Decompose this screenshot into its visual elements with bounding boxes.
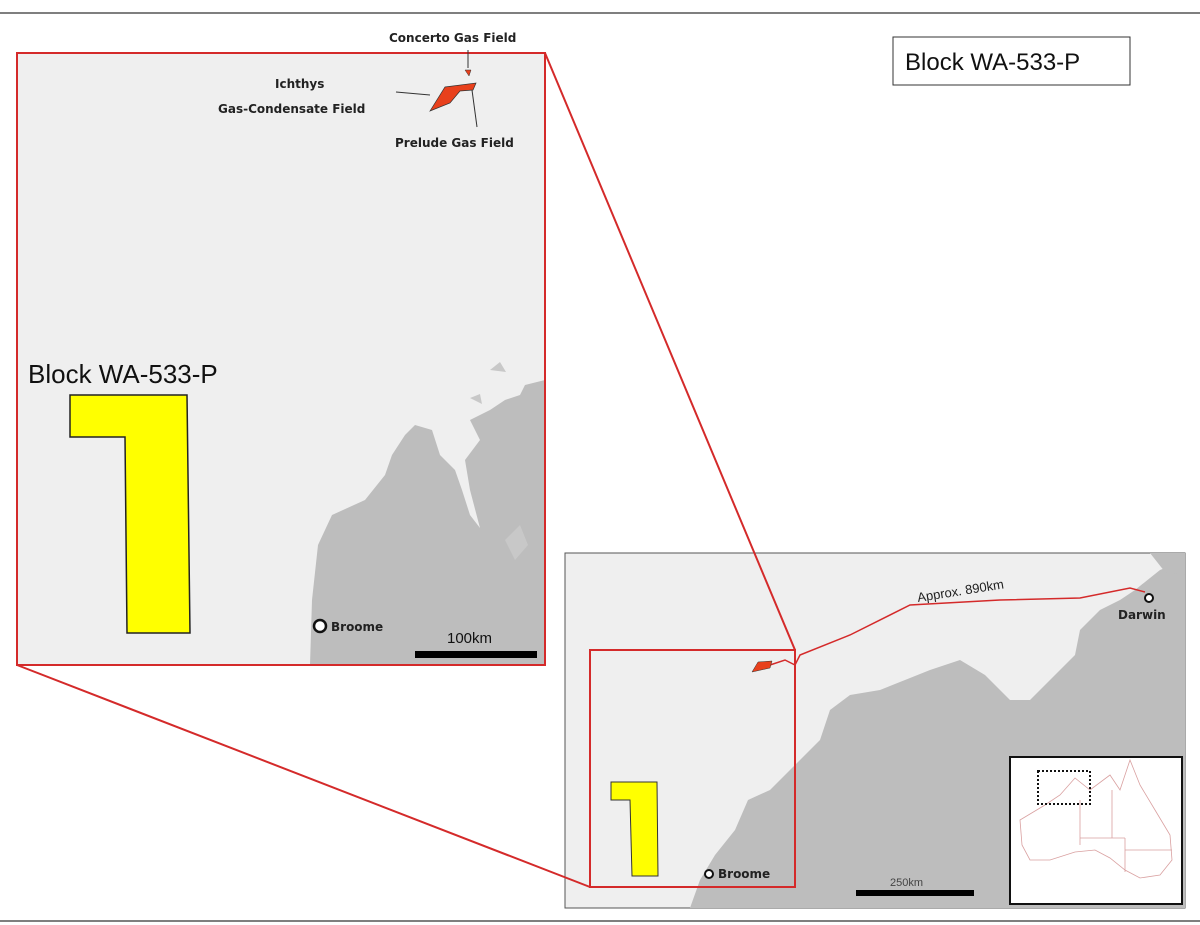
- block-label: Block WA-533-P: [28, 359, 218, 389]
- ichthys-label-2: Gas-Condensate Field: [218, 102, 365, 116]
- darwin-label: Darwin: [1118, 608, 1166, 622]
- regional-land-north: [1150, 553, 1185, 575]
- pipeline-route: [769, 587, 1146, 667]
- broome-label: Broome: [331, 620, 383, 634]
- ichthys-leader: [395, 91, 431, 96]
- ichthys-label-1: Ichthys: [275, 77, 324, 91]
- connector-line: [16, 664, 591, 888]
- darwin-marker: [1144, 593, 1154, 603]
- inset-land-islands: [470, 362, 528, 560]
- broome-label-small: Broome: [718, 867, 770, 881]
- block-small: [610, 781, 659, 877]
- scale-bar-small: [856, 890, 974, 896]
- scale-label-small: 250km: [890, 877, 923, 889]
- field-marker-small: [751, 660, 773, 673]
- concerto-field: [464, 69, 472, 77]
- title-box: [892, 36, 1131, 86]
- block-main: [69, 394, 191, 634]
- main-inset: Block WA-533-P Concerto Gas Field Ichthy…: [16, 31, 546, 666]
- connector-line: [544, 52, 796, 651]
- ichthys-field: [429, 82, 477, 112]
- locator-box: [1037, 770, 1091, 805]
- australia-locator: [1009, 756, 1183, 905]
- map-title: Block WA-533-P: [905, 49, 1080, 76]
- broome-marker: [312, 618, 328, 634]
- zoom-frame: [589, 649, 796, 888]
- broome-marker-small: [704, 869, 714, 879]
- inset-frame: [16, 52, 546, 666]
- concerto-label: Concerto Gas Field: [389, 31, 516, 45]
- locator-frame: [1009, 756, 1183, 905]
- inset-land: [310, 380, 545, 665]
- prelude-label: Prelude Gas Field: [395, 136, 514, 150]
- australia-outline: [1019, 758, 1173, 879]
- scale-bar: [415, 651, 537, 658]
- prelude-leader: [471, 89, 478, 128]
- scale-label: 100km: [447, 630, 492, 647]
- regional-map: Broome Darwin Approx. 890km 250km: [564, 552, 1186, 909]
